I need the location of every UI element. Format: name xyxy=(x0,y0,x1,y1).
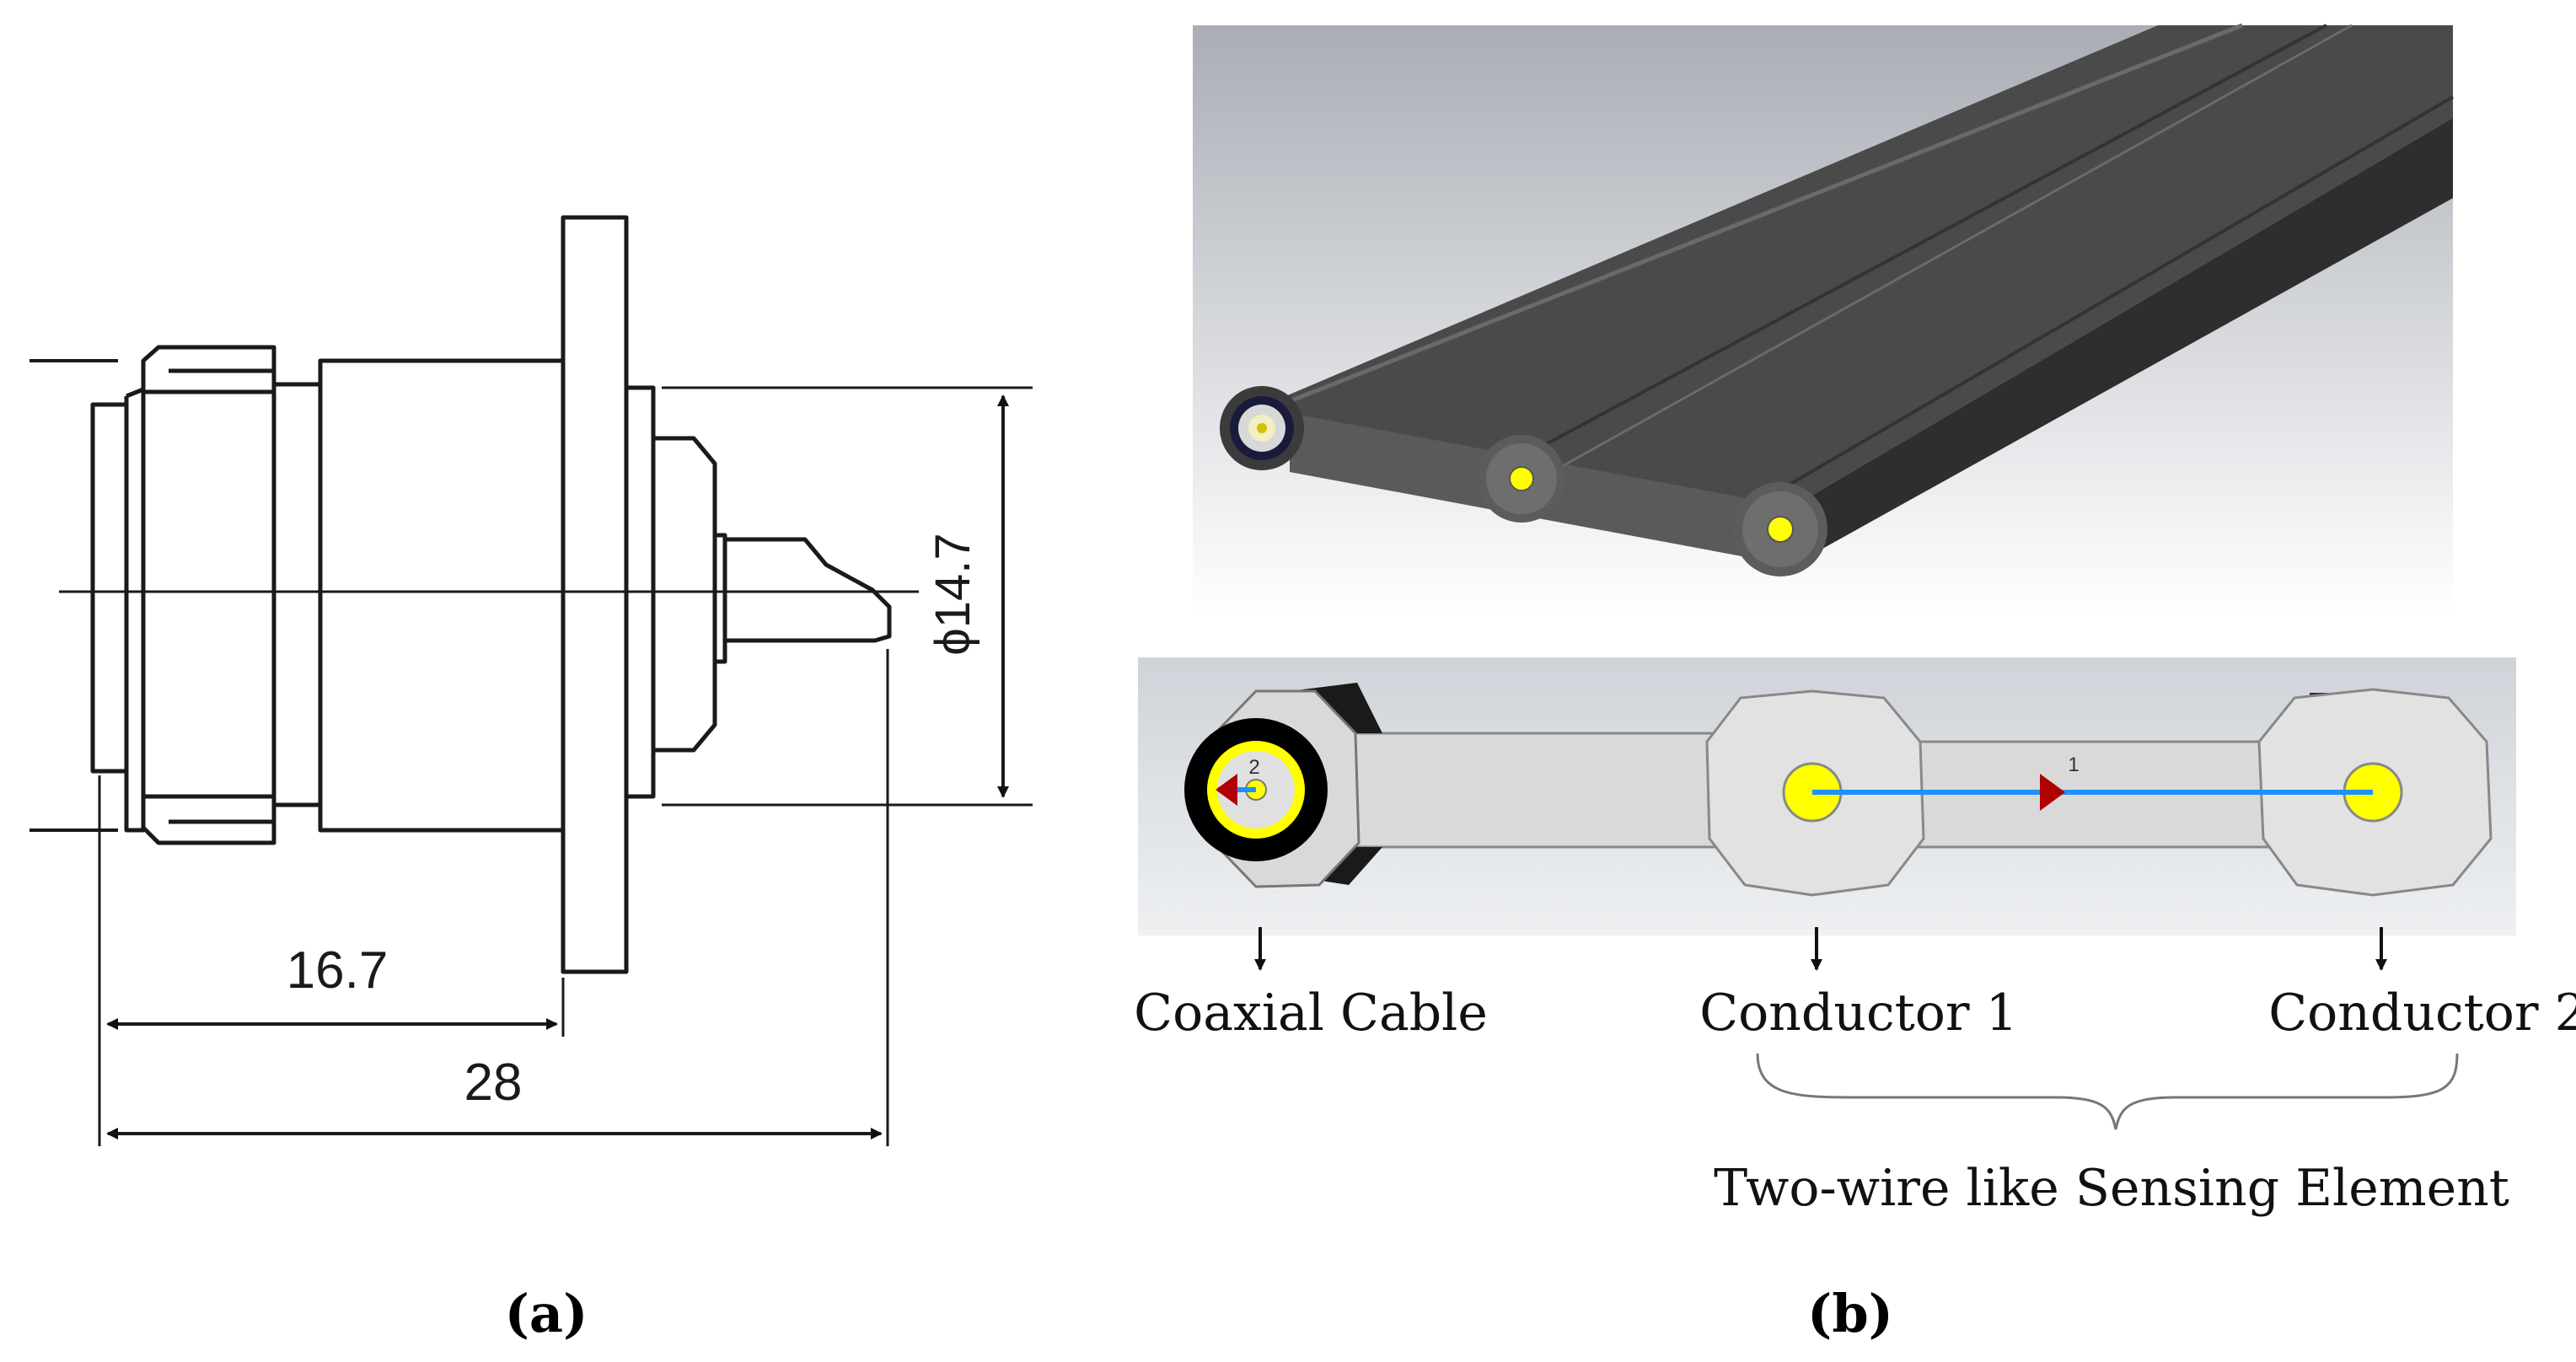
cable-cross-section: 2 1 xyxy=(1138,657,2516,936)
pointer-arrows xyxy=(1254,927,2387,971)
flange xyxy=(561,215,629,974)
sensing-element-label: Two-wire like Sensing Element xyxy=(1714,1159,2509,1218)
conductor2-end-3d xyxy=(1733,482,1827,576)
length-label-long: 28 xyxy=(464,1054,523,1112)
port-number-1: 1 xyxy=(2068,753,2079,776)
diameter-label: ϕ14.7 xyxy=(926,533,980,655)
port-number-2: 2 xyxy=(1248,756,1259,779)
connector-drawing xyxy=(30,215,1033,1146)
conductor1-end-3d xyxy=(1478,435,1565,523)
grouping-brace xyxy=(1756,1053,2459,1130)
port-1-excitation: 1 xyxy=(1812,753,2373,811)
caption-a: (a) xyxy=(505,1283,588,1344)
cable-3d-render xyxy=(1193,23,2455,615)
length-dimensions xyxy=(98,649,889,1146)
coax-end-3d xyxy=(1220,386,1304,470)
diameter-dimension xyxy=(662,386,1033,807)
coax-cross-section: 2 xyxy=(1184,689,1360,888)
connector-body xyxy=(90,345,566,845)
conductor-1-label: Conductor 1 xyxy=(1699,984,2018,1043)
length-label-short: 16.7 xyxy=(287,941,389,1000)
caption-b: (b) xyxy=(1807,1283,1893,1344)
coaxial-cable-label: Coaxial Cable xyxy=(1134,984,1488,1043)
conductor-2-label: Conductor 2 xyxy=(2268,984,2576,1043)
